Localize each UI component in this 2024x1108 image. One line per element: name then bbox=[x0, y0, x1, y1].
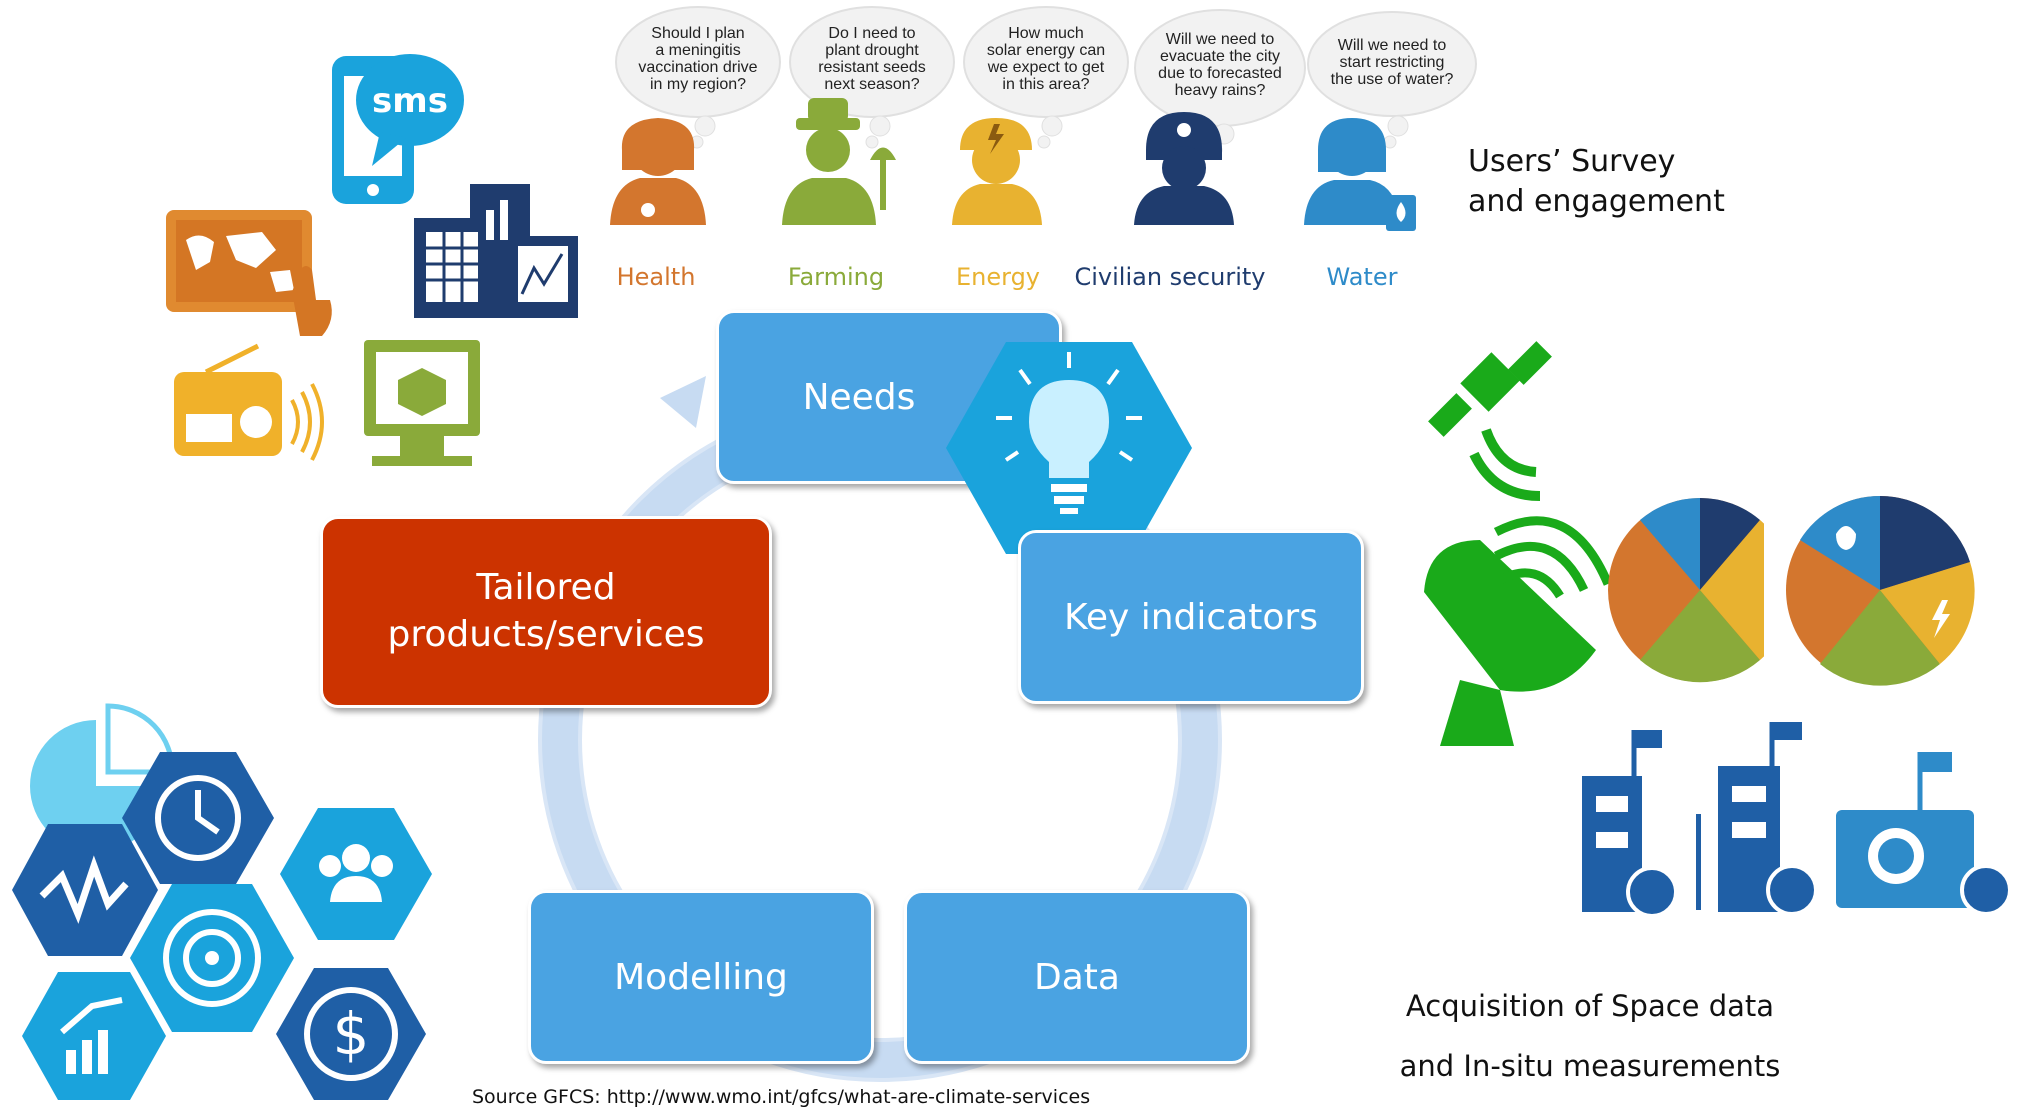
lightbulb-hexagon-icon bbox=[946, 342, 1192, 554]
bubble-farming-line-4: next season? bbox=[824, 76, 919, 93]
team-hexagon-icon bbox=[280, 808, 432, 940]
sector-label-civilian-security: Civilian security bbox=[1074, 263, 1265, 291]
bubble-farming: Do I need to plant drought resistant see… bbox=[789, 6, 955, 149]
source-caption: Source GFCS: http://www.wmo.int/gfcs/wha… bbox=[472, 1086, 1091, 1108]
acquisition-label: Acquisition of Space data and In-situ me… bbox=[1390, 976, 1790, 1096]
radio-icon bbox=[174, 343, 324, 461]
un-station-icon bbox=[1836, 752, 2012, 916]
growth-chart-hexagon-icon bbox=[22, 972, 166, 1100]
energy-worker-icon bbox=[952, 118, 1042, 225]
bubble-health-line-4: in my region? bbox=[650, 76, 746, 93]
cycle-box-modelling: Modelling bbox=[528, 890, 874, 1064]
satellite-dish-icon bbox=[1424, 516, 1613, 746]
dashboard-building-icon bbox=[414, 184, 578, 318]
water-worker-icon bbox=[1304, 118, 1416, 231]
bubble-health-line-2: a meningitis bbox=[655, 42, 740, 59]
sms-bubble-icon: sms bbox=[356, 54, 464, 166]
bubble-farming-line-1: Do I need to bbox=[828, 25, 915, 42]
bubble-energy-line-1: How much bbox=[1008, 25, 1084, 42]
cycle-box-tailored-products: Tailored products/services bbox=[320, 516, 772, 708]
divider-bar bbox=[1696, 814, 1701, 910]
bubble-water-line-2: start restricting bbox=[1340, 54, 1445, 71]
users-survey-line-1: Users’ Survey bbox=[1468, 144, 1676, 179]
bubble-farming-line-2: plant drought bbox=[825, 42, 919, 59]
users-survey-line-2: and engagement bbox=[1468, 183, 1725, 219]
cycle-box-key-indicators: Key indicators bbox=[1018, 530, 1364, 704]
bubble-water-line-3: the use of water? bbox=[1331, 71, 1454, 88]
bubble-civilian-line-1: Will we need to bbox=[1166, 31, 1275, 48]
cycle-tailored-line-2: products/services bbox=[387, 614, 705, 655]
clock-hexagon-icon bbox=[122, 752, 274, 884]
sector-label-energy: Energy bbox=[956, 263, 1040, 291]
bubble-energy-line-3: we expect to get bbox=[987, 59, 1105, 76]
bubble-civilian-line-2: evacuate the city bbox=[1160, 48, 1280, 65]
sector-wheel-icon-2 bbox=[1786, 495, 1975, 686]
cycle-key-indicators-label: Key indicators bbox=[1064, 596, 1318, 638]
sector-label-water: Water bbox=[1327, 263, 1398, 291]
bubble-farming-line-3: resistant seeds bbox=[818, 59, 926, 76]
pulse-hexagon-icon bbox=[12, 824, 158, 956]
computer-monitor-icon bbox=[364, 340, 480, 466]
cycle-tailored-line-1: Tailored bbox=[476, 567, 616, 609]
satellite-icon bbox=[1428, 341, 1552, 501]
bubble-water-line-1: Will we need to bbox=[1338, 37, 1447, 54]
bubble-civilian-security: Will we need to evacuate the city due to… bbox=[1134, 9, 1306, 157]
cycle-arrow-head bbox=[660, 376, 706, 428]
map-tablet-icon bbox=[166, 210, 332, 336]
sms-label: sms bbox=[372, 81, 448, 121]
target-hexagon-icon bbox=[130, 884, 294, 1032]
bubble-energy-line-2: solar energy can bbox=[987, 42, 1105, 59]
bubble-civilian-line-4: heavy rains? bbox=[1175, 82, 1266, 99]
bubble-water: Will we need to start restricting the us… bbox=[1307, 11, 1477, 149]
acquisition-line-2: and In-situ measurements bbox=[1399, 1049, 1781, 1083]
bubble-health: Should I plan a meningitis vaccination d… bbox=[615, 6, 781, 149]
security-officer-icon bbox=[1134, 112, 1234, 225]
station-building-icon-1 bbox=[1582, 730, 1678, 918]
station-building-icon-2 bbox=[1718, 722, 1818, 916]
sector-label-farming: Farming bbox=[788, 263, 884, 291]
acquisition-line-1: Acquisition of Space data bbox=[1405, 989, 1775, 1023]
health-worker-icon bbox=[610, 118, 706, 225]
bubble-health-line-3: vaccination drive bbox=[638, 59, 757, 76]
dollar-hexagon-icon: $ bbox=[276, 968, 426, 1100]
sector-label-health: Health bbox=[617, 263, 696, 291]
users-survey-label: Users’ Survey and engagement bbox=[1468, 142, 1725, 222]
sector-wheel-icon-1 bbox=[1608, 488, 1810, 692]
bubble-civilian-line-3: due to forecasted bbox=[1158, 65, 1282, 82]
cycle-modelling-label: Modelling bbox=[614, 956, 788, 998]
cycle-box-data: Data bbox=[904, 890, 1250, 1064]
svg-text:$: $ bbox=[333, 1000, 370, 1068]
bubble-energy-line-4: in this area? bbox=[1002, 76, 1089, 93]
cycle-data-label: Data bbox=[1034, 956, 1120, 998]
farmer-icon bbox=[782, 98, 896, 225]
bubble-health-line-1: Should I plan bbox=[651, 25, 744, 42]
cycle-needs-label: Needs bbox=[802, 376, 916, 418]
bubble-energy: How much solar energy can we expect to g… bbox=[963, 6, 1129, 149]
